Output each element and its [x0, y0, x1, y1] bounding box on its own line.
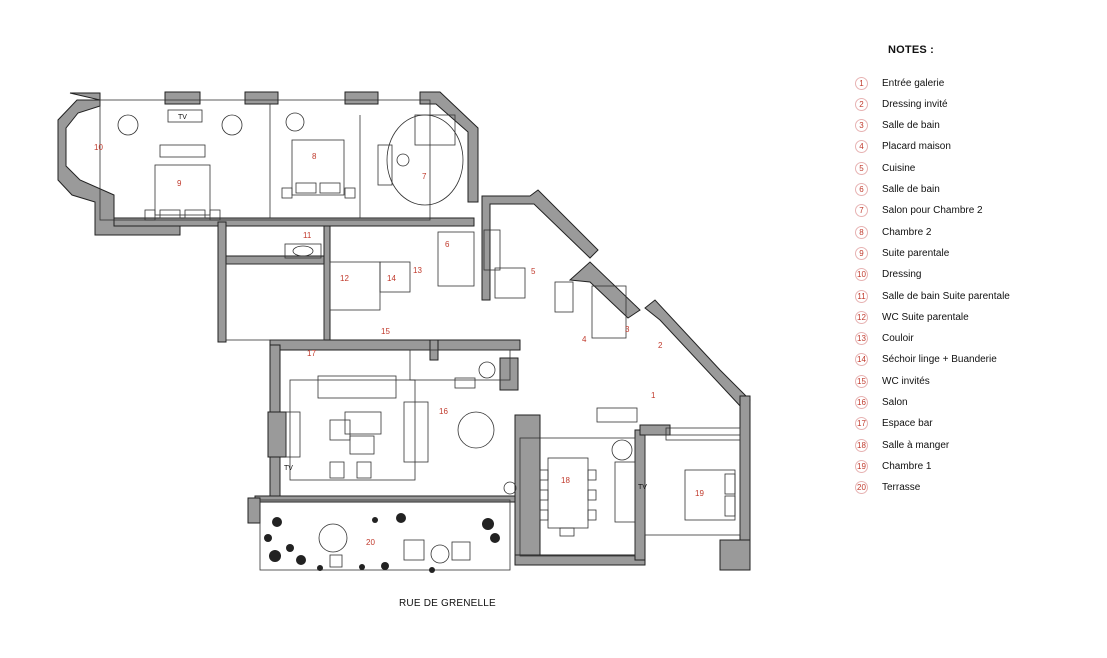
notes-title: NOTES : — [888, 44, 935, 56]
note-label: Salle à manger — [882, 439, 950, 451]
furniture — [117, 109, 741, 568]
note-number-badge: 3 — [855, 119, 868, 133]
note-number-badge: 4 — [855, 140, 868, 154]
room-number: 12 — [340, 274, 349, 283]
note-item: 17 Espace bar — [855, 416, 933, 432]
note-number-badge: 7 — [855, 204, 868, 218]
walls — [57, 91, 751, 571]
note-item: 4 Placard maison — [855, 139, 951, 155]
room-number: 10 — [94, 143, 103, 152]
note-label: Dressing — [882, 269, 922, 281]
room-number: 11 — [303, 231, 312, 240]
note-label: Couloir — [882, 333, 914, 345]
room-number: 6 — [445, 240, 450, 249]
note-number-badge: 2 — [855, 97, 868, 111]
note-label: WC Suite parentale — [882, 311, 969, 323]
note-item: 11 Salle de bain Suite parentale — [855, 288, 1010, 304]
note-item: 19 Chambre 1 — [855, 458, 931, 474]
note-label: Salle de bain Suite parentale — [882, 290, 1010, 302]
note-item: 16 Salon — [855, 395, 908, 411]
note-item: 9 Suite parentale — [855, 245, 949, 261]
room-number: 3 — [625, 325, 630, 334]
note-number-badge: 16 — [855, 396, 868, 409]
note-item: 5 Cuisine — [855, 160, 915, 176]
note-number-badge: 11 — [855, 289, 868, 303]
note-number-badge: 8 — [855, 225, 868, 239]
note-label: Salle de bain — [882, 120, 940, 132]
note-item: 18 Salle à manger — [855, 437, 949, 453]
tv-label: TV — [284, 465, 293, 472]
note-number-badge: 15 — [855, 374, 868, 388]
room-number: 16 — [439, 407, 448, 416]
note-item: 20 Terrasse — [855, 480, 920, 496]
note-item: 7 Salon pour Chambre 2 — [855, 203, 983, 219]
note-number-badge: 18 — [855, 438, 868, 452]
note-number-badge: 9 — [855, 246, 868, 260]
note-item: 8 Chambre 2 — [855, 224, 931, 240]
note-label: Chambre 2 — [882, 226, 932, 238]
room-number: 4 — [582, 335, 587, 344]
room-number: 19 — [695, 489, 704, 498]
tv-labels: TV TV TV — [178, 114, 647, 491]
room-number: 17 — [307, 349, 316, 358]
notes-legend: NOTES : 1 Entrée galerie 2 Dressing invité 3… — [855, 44, 1095, 495]
note-label: Espace bar — [882, 418, 933, 430]
street-label: RUE DE GRENELLE — [399, 598, 496, 609]
room-number: 9 — [177, 179, 182, 188]
note-number-badge: 5 — [855, 161, 868, 175]
note-item: 6 Salle de bain — [855, 182, 940, 198]
note-label: Salle de bain — [882, 184, 940, 195]
room-number: 5 — [531, 267, 536, 276]
note-label: Dressing invité — [882, 98, 948, 110]
note-item: 14 Séchoir linge + Buanderie — [855, 352, 997, 368]
room-number: 14 — [387, 274, 396, 283]
note-item: 1 Entrée galerie — [855, 75, 944, 91]
note-number-badge: 17 — [855, 417, 868, 431]
note-number-badge: 10 — [855, 268, 868, 282]
room-number: 2 — [658, 341, 663, 350]
note-item: 3 Salle de bain — [855, 118, 940, 134]
floor-plan: TV TV TV 1 2 3 4 5 6 7 8 9 10 11 12 13 1… — [57, 91, 751, 573]
note-number-badge: 13 — [855, 332, 868, 346]
note-label: Placard maison — [882, 141, 951, 153]
note-label: Séchoir linge + Buanderie — [882, 354, 997, 366]
note-item: 15 WC invités — [855, 373, 930, 389]
note-number-badge: 19 — [855, 459, 868, 473]
note-number-badge: 6 — [855, 183, 868, 196]
note-label: WC invités — [882, 375, 930, 387]
note-item: 10 Dressing — [855, 267, 921, 283]
note-number-badge: 20 — [855, 481, 868, 495]
tv-label: TV — [638, 484, 647, 491]
room-number: 18 — [561, 476, 570, 485]
note-label: Suite parentale — [882, 247, 950, 259]
note-item: 2 Dressing invité — [855, 96, 948, 112]
note-label: Entrée galerie — [882, 77, 945, 89]
room-number: 20 — [366, 538, 375, 547]
note-label: Cuisine — [882, 162, 916, 174]
note-item: 12 WC Suite parentale — [855, 309, 969, 325]
note-item: 13 Couloir — [855, 331, 914, 347]
terrace-plants — [264, 513, 500, 573]
room-numbers: 1 2 3 4 5 6 7 8 9 10 11 12 13 14 15 16 1… — [94, 143, 704, 547]
room-number: 1 — [651, 391, 656, 400]
note-number-badge: 14 — [855, 353, 868, 367]
note-label: Terrasse — [882, 482, 921, 494]
tv-label: TV — [178, 114, 187, 121]
note-label: Chambre 1 — [882, 460, 932, 472]
room-number: 7 — [422, 172, 427, 181]
note-number-badge: 1 — [855, 76, 868, 90]
room-number: 13 — [413, 266, 422, 275]
room-number: 8 — [312, 152, 317, 161]
note-label: Salon — [882, 397, 908, 408]
room-number: 15 — [381, 327, 390, 336]
note-label: Salon pour Chambre 2 — [882, 205, 983, 217]
note-number-badge: 12 — [855, 310, 868, 324]
